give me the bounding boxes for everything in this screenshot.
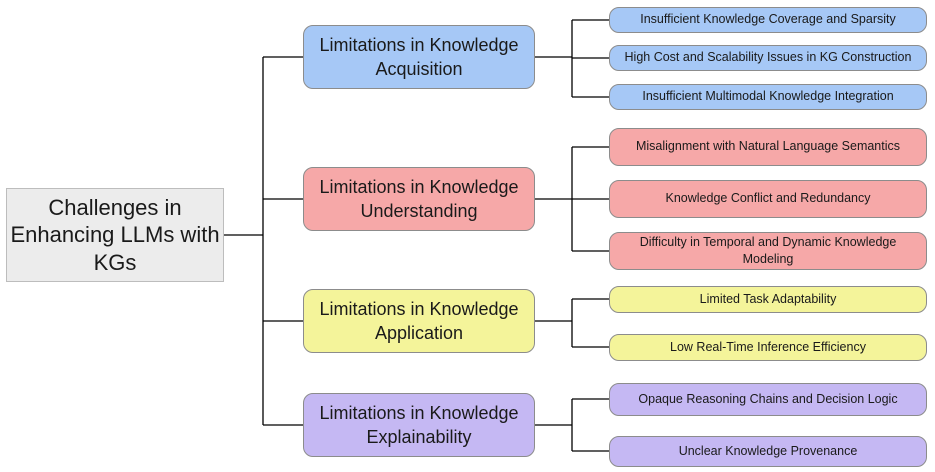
category-label: Limitations in Knowledge Application	[319, 298, 519, 343]
category-label: Limitations in Knowledge Acquisition	[319, 34, 519, 79]
root-node: Challenges in Enhancing LLMs with KGs	[6, 188, 224, 282]
leaf-label: Difficulty in Temporal and Dynamic Knowl…	[639, 234, 897, 267]
leaf-label: Knowledge Conflict and Redundancy	[665, 191, 871, 206]
root-node-label: Challenges in Enhancing LLMs with KGs	[10, 194, 220, 275]
category-label: Limitations in Knowledge Understanding	[319, 176, 519, 221]
category-understanding: Limitations in Knowledge Understanding	[303, 167, 535, 231]
leaf-label: Opaque Reasoning Chains and Decision Log…	[638, 391, 898, 406]
leaf-item: High Cost and Scalability Issues in KG C…	[609, 45, 927, 71]
leaf-item: Misalignment with Natural Language Seman…	[609, 128, 927, 166]
category-acquisition: Limitations in Knowledge Acquisition	[303, 25, 535, 89]
leaf-label: Unclear Knowledge Provenance	[678, 443, 858, 458]
category-label: Limitations in Knowledge Explainability	[319, 402, 519, 447]
category-explainability: Limitations in Knowledge Explainability	[303, 393, 535, 457]
leaf-item: Difficulty in Temporal and Dynamic Knowl…	[609, 232, 927, 270]
category-application: Limitations in Knowledge Application	[303, 289, 535, 353]
leaf-item: Limited Task Adaptability	[609, 286, 927, 313]
leaf-item: Insufficient Multimodal Knowledge Integr…	[609, 84, 927, 110]
leaf-label: Insufficient Knowledge Coverage and Spar…	[640, 12, 896, 27]
leaf-label: Low Real-Time Inference Efficiency	[670, 339, 866, 354]
leaf-label: Misalignment with Natural Language Seman…	[635, 139, 901, 154]
leaf-label: Insufficient Multimodal Knowledge Integr…	[642, 89, 894, 104]
leaf-item: Low Real-Time Inference Efficiency	[609, 334, 927, 361]
leaf-item: Unclear Knowledge Provenance	[609, 436, 927, 467]
leaf-label: High Cost and Scalability Issues in KG C…	[624, 50, 912, 65]
leaf-item: Opaque Reasoning Chains and Decision Log…	[609, 383, 927, 416]
leaf-item: Insufficient Knowledge Coverage and Spar…	[609, 7, 927, 33]
leaf-label: Limited Task Adaptability	[699, 291, 837, 306]
leaf-item: Knowledge Conflict and Redundancy	[609, 180, 927, 218]
